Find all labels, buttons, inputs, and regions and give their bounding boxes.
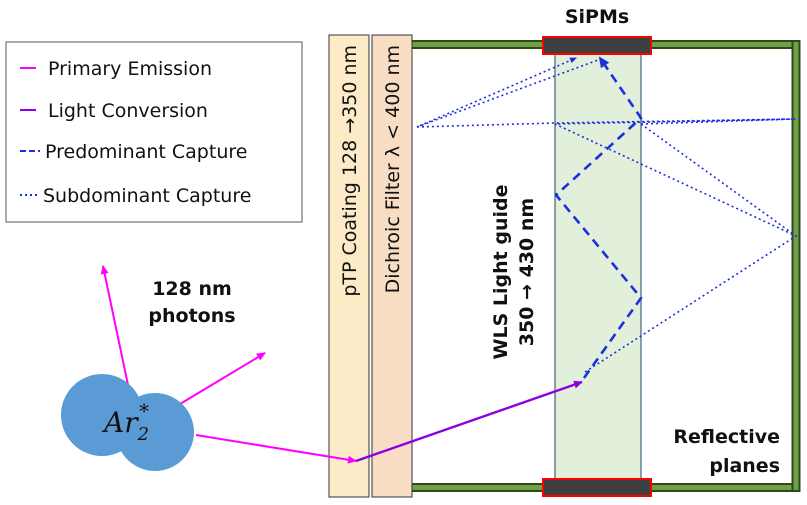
argon-excimer-molecule: Ar2* [61,374,194,471]
legend-predominant-capture-label: Predominant Capture [45,141,247,163]
wls-label-line1: WLS Light guide [490,185,512,360]
argon-atom-right [116,393,194,471]
primary-emission-arrow-to-coating [195,434,357,464]
subdominant-capture-path-2 [640,123,797,237]
sipm-bottom [542,478,652,497]
wls-label-line2: 350 → 430 nm [516,198,538,346]
ptp-coating-panel [328,34,370,498]
molecule-label-superscript: * [139,399,149,423]
legend-box [5,41,303,223]
molecule-label: Ar2* [101,399,149,445]
molecule-label-base: Ar [101,406,139,439]
sipms-label: SiPMs [565,6,629,28]
primary-emission-arrow-right [179,352,266,405]
photons-label-line2: photons [148,305,235,327]
dichroic-filter-panel [371,34,413,498]
molecule-label-subscript: 2 [137,424,149,445]
wls-light-guide [554,53,642,481]
ptp-coating-label: pTP Coating 128 →350 nm [339,45,361,297]
photons-label-line1: 128 nm [152,278,232,300]
reflective-planes-label-line2: planes [709,455,780,477]
reflective-planes-label-line1: Reflective [673,426,780,448]
legend-subdominant-capture-label: Subdominant Capture [43,185,251,207]
light-conversion-arrow [355,380,583,463]
subdominant-capture-path-4 [416,59,599,128]
primary-emission-arrow-up [100,265,129,386]
sipm-top [542,36,652,55]
dichroic-filter-label: Dichroic Filter λ < 400 nm [382,45,404,293]
subdominant-capture-path-3 [640,118,797,125]
legend-primary-emission-label: Primary Emission [48,58,212,80]
predominant-capture-path [554,56,643,379]
legend: Primary Emission Light Conversion Predom… [5,41,303,223]
legend-light-conversion-label: Light Conversion [48,100,208,122]
